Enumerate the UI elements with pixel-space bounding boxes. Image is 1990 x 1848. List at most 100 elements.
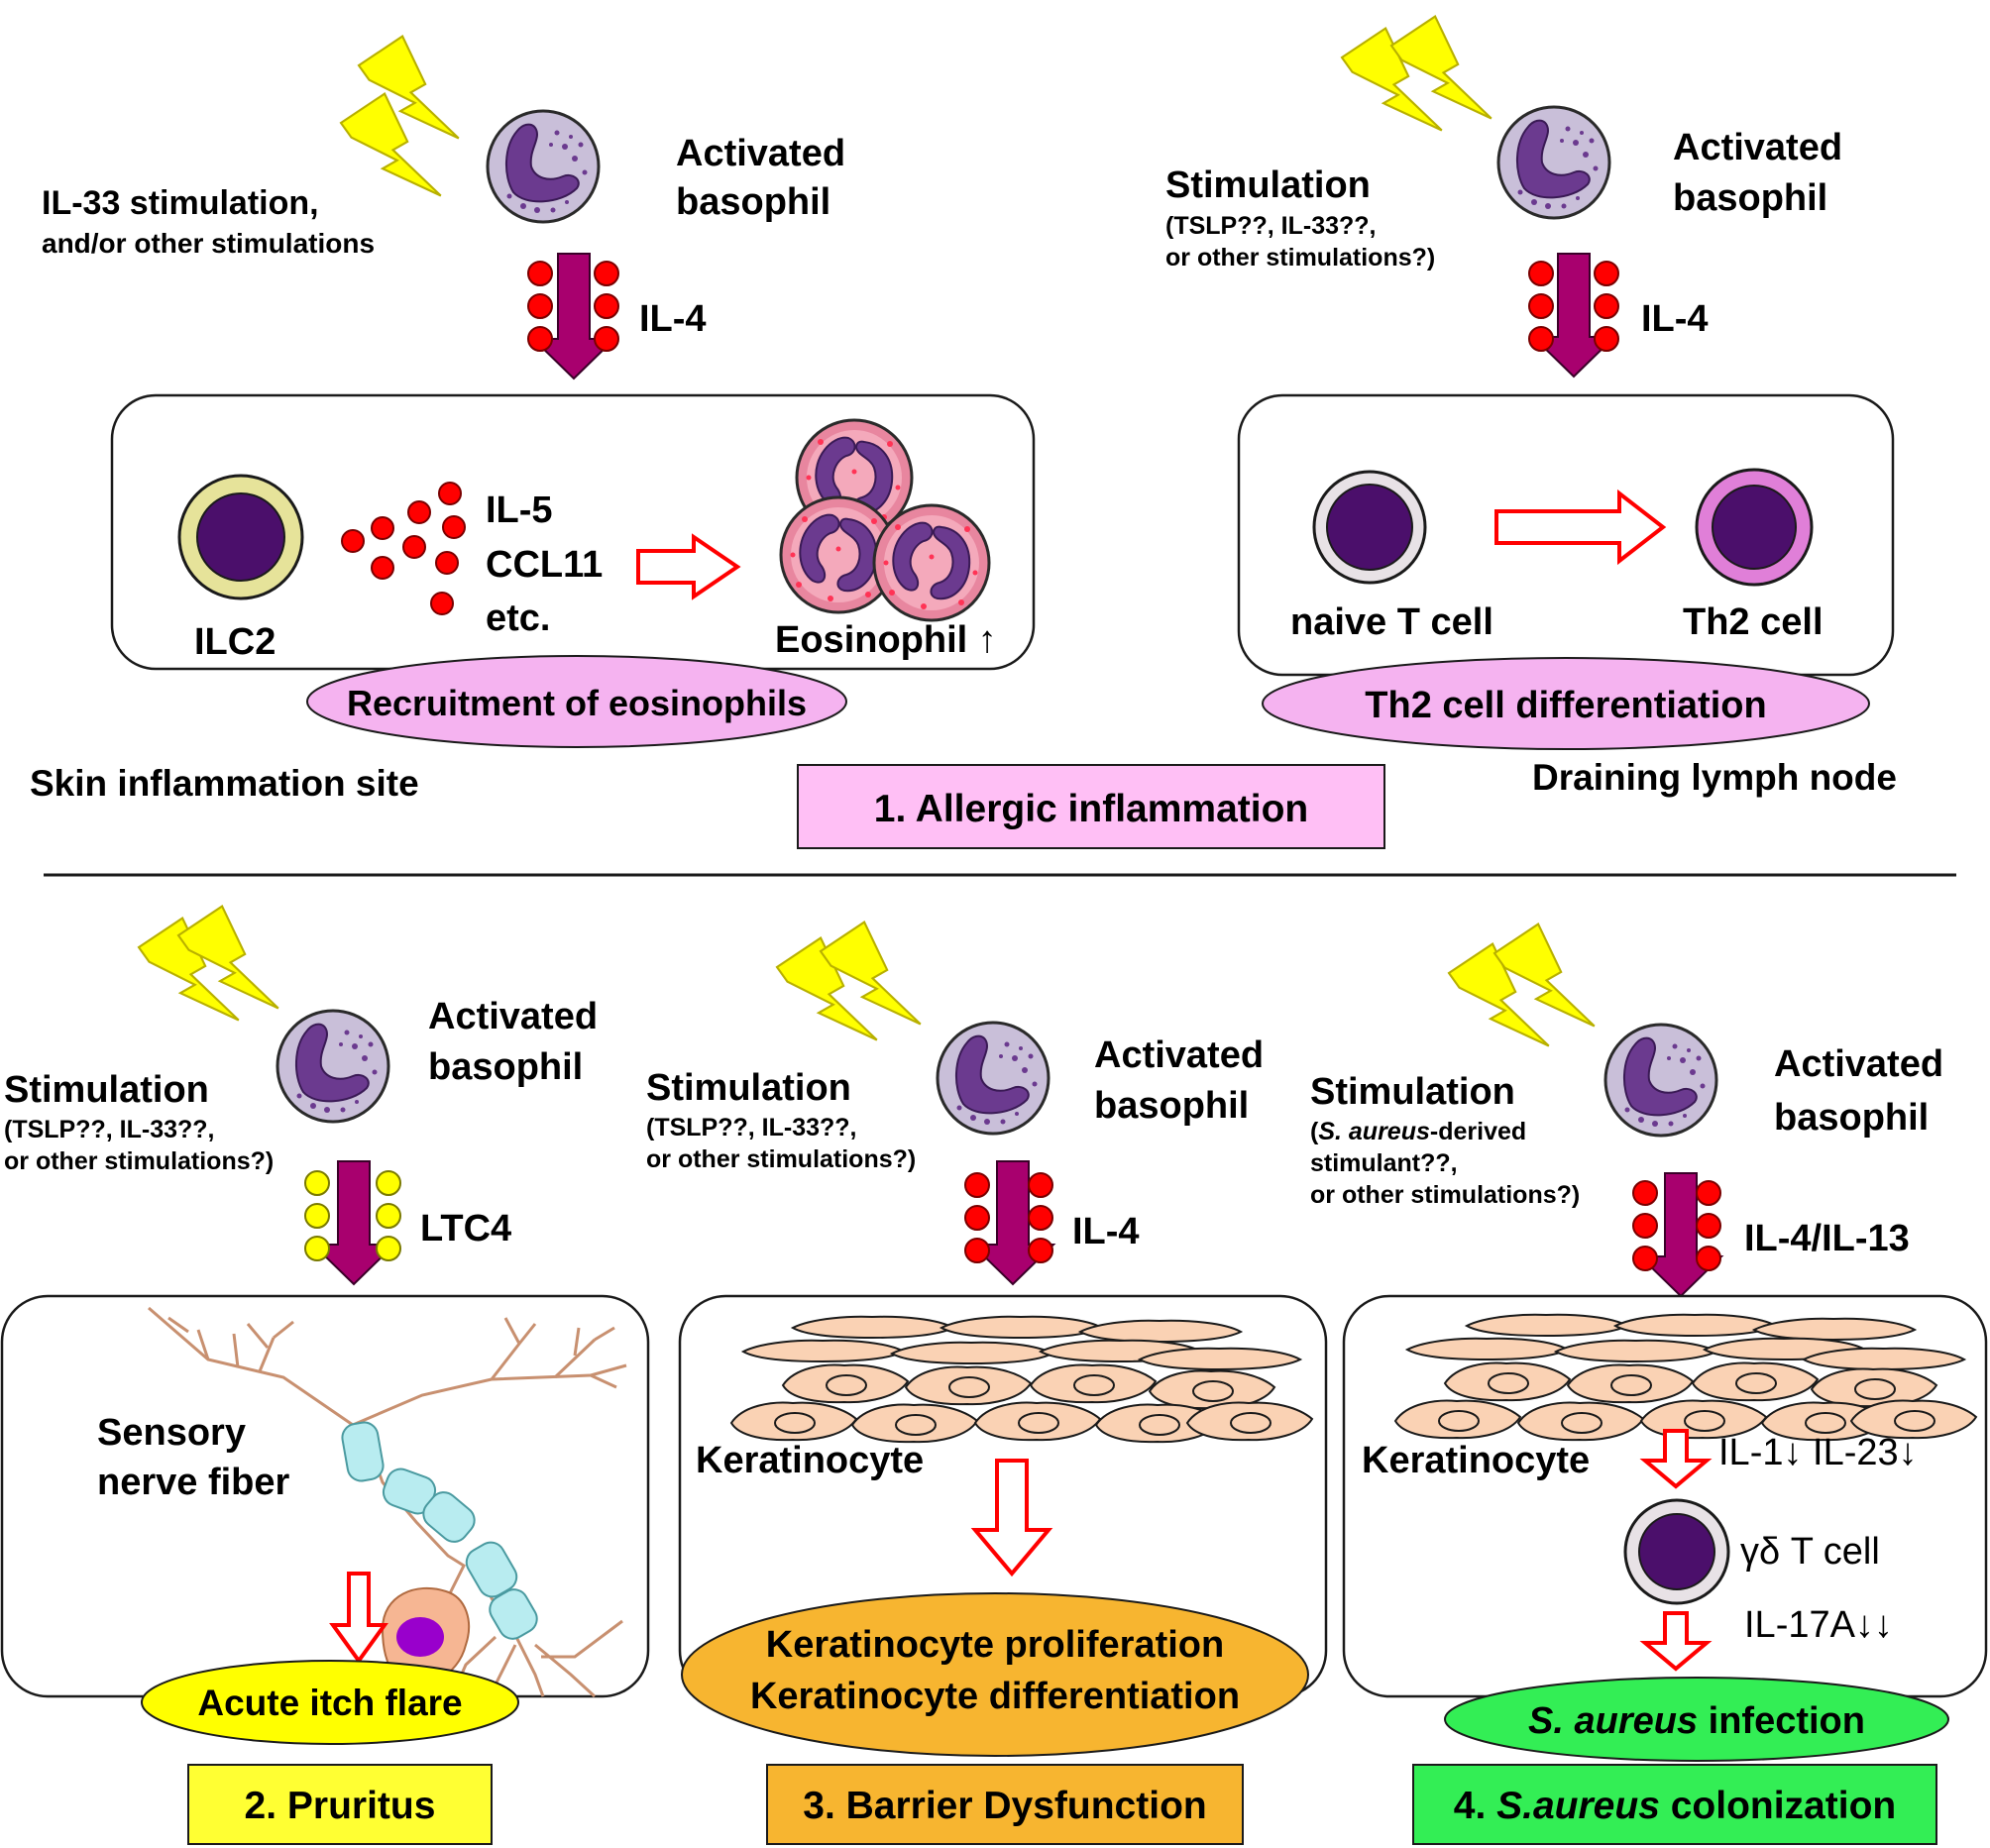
- outcome-text: S. aureus infection: [1528, 1700, 1865, 1742]
- mediator-label: IL-4: [1641, 298, 1709, 340]
- outcome-text: Keratinocyte differentiation: [750, 1676, 1240, 1717]
- cytokine-dots: [1528, 261, 1619, 352]
- section-label: 1. Allergic inflammation: [874, 788, 1308, 830]
- basophil-cell-icon: [936, 1021, 1050, 1136]
- cell-label: Activated: [428, 996, 598, 1037]
- outcome-text: Th2 cell differentiation: [1365, 685, 1766, 726]
- stimulation-text: IL-33 stimulation,: [42, 184, 319, 222]
- hollow-arrow-icon: [1494, 489, 1667, 566]
- cytokine-dots: [964, 1172, 1053, 1263]
- t-cell-icon: [1312, 470, 1427, 585]
- cell-label: basophil: [1673, 177, 1827, 219]
- hollow-arrow-icon: [636, 533, 741, 600]
- th2-label: Th2 cell: [1683, 601, 1824, 643]
- cell-label: basophil: [676, 181, 830, 223]
- stimulation-subtext: or other stimulations?): [1165, 244, 1435, 272]
- panel-draining-lymph-node: Stimulation (TSLP??, IL-33??, or other s…: [1165, 15, 1897, 798]
- keratinocyte-layer-icon: [730, 1315, 1313, 1444]
- section-label-box: [797, 764, 1385, 849]
- cytokine-label: CCL11: [486, 544, 603, 586]
- label-prefix: 4.: [1454, 1785, 1496, 1827]
- cell-label: Activated: [1774, 1043, 1943, 1085]
- cytokine-label: IL-5: [486, 489, 553, 531]
- hollow-arrow-icon: [329, 1572, 388, 1665]
- site-label: Skin inflammation site: [30, 763, 419, 804]
- species-italic: S. aureus: [1528, 1700, 1698, 1742]
- outcome-suffix: infection: [1698, 1700, 1865, 1742]
- basophil-cell-icon: [1496, 105, 1611, 220]
- panel-saureus-colonization: Stimulation (S. aureus-derived stimulant…: [1310, 923, 1988, 1845]
- panel-skin-inflammation: IL-33 stimulation, and/or other stimulat…: [30, 35, 1036, 804]
- panel-barrier-dysfunction: Stimulation (TSLP??, IL-33??, or other s…: [646, 921, 1328, 1845]
- myelin-sheath: [341, 1421, 538, 1640]
- cell-label: Activated: [676, 133, 845, 174]
- stimulation-subtext: (TSLP??, IL-33??,: [1165, 212, 1377, 240]
- cell-label: basophil: [428, 1046, 583, 1088]
- outcome-ellipse: [1444, 1677, 1949, 1762]
- th2-cell-icon: [1695, 468, 1814, 587]
- cytokine-dot-cluster: [341, 482, 466, 615]
- neuron-cell-body: [381, 1586, 471, 1685]
- cytokine-dots: [1632, 1180, 1721, 1271]
- section-label: 4. S.aureus colonization: [1454, 1785, 1896, 1827]
- eosinophil-cell-icon: [872, 503, 991, 622]
- label-suffix: colonization: [1660, 1785, 1896, 1827]
- keratinocyte-label: Keratinocyte: [696, 1440, 924, 1481]
- ltc4-dots: [304, 1170, 401, 1261]
- panel-pruritus: Stimulation (TSLP??, IL-33??, or other s…: [0, 905, 650, 1845]
- species-italic: S. aureus: [1318, 1118, 1430, 1145]
- stimulation-subtext: (S. aureus-derived: [1310, 1118, 1526, 1145]
- hollow-arrow-icon: [1639, 1611, 1713, 1672]
- outcome-text: Recruitment of eosinophils: [347, 683, 807, 723]
- stimulation-subtext: stimulant??,: [1310, 1149, 1458, 1177]
- hollow-arrow-icon: [1639, 1429, 1713, 1489]
- stimulation-subtext: and/or other stimulations: [42, 228, 375, 259]
- gd-tcell-label: γδ T cell: [1740, 1531, 1880, 1573]
- stimulation-text: Stimulation: [1165, 164, 1371, 206]
- cell-label: basophil: [1094, 1085, 1249, 1127]
- mediator-label: IL-4/IL-13: [1744, 1218, 1910, 1259]
- ilc2-cell-icon: [177, 474, 304, 600]
- outcome-text: Keratinocyte proliferation: [766, 1624, 1224, 1666]
- stimulation-subtext: (TSLP??, IL-33??,: [4, 1116, 215, 1143]
- secretion-arrow: [530, 253, 617, 380]
- stimulation-text: Stimulation: [1310, 1071, 1515, 1113]
- nerve-label: Sensory: [97, 1412, 246, 1454]
- site-label: Draining lymph node: [1532, 757, 1897, 798]
- mediator-label: LTC4: [420, 1208, 511, 1250]
- outcome-ellipse: [1262, 657, 1870, 750]
- section-label-box: [766, 1764, 1244, 1845]
- species-suffix: -derived: [1430, 1118, 1526, 1145]
- cytokine-label: etc.: [486, 598, 550, 639]
- section-label-box: [187, 1764, 493, 1845]
- outcome-ellipse: [306, 655, 847, 748]
- open-paren: (: [1310, 1118, 1319, 1145]
- mediator-label: IL-4: [1072, 1211, 1140, 1252]
- cytokine-dots: [527, 261, 619, 352]
- hollow-arrow-icon: [970, 1459, 1053, 1577]
- stimulation-text: Stimulation: [4, 1069, 209, 1111]
- cell-label: Activated: [1094, 1034, 1264, 1076]
- secretion-arrow: [310, 1160, 397, 1286]
- basophil-cell-icon: [276, 1009, 390, 1124]
- eosinophil-label: Eosinophil ↑: [775, 619, 997, 661]
- nerve-label: nerve fiber: [97, 1462, 290, 1503]
- stimulation-subtext: or other stimulations?): [4, 1147, 274, 1175]
- stimulation-subtext: or other stimulations?): [1310, 1181, 1580, 1209]
- outcome-ellipse: [681, 1592, 1309, 1757]
- species-italic: S.aureus: [1496, 1785, 1660, 1827]
- basophil-cell-icon: [1603, 1023, 1718, 1138]
- cytokine-change-label: IL-1↓ IL-23↓: [1718, 1432, 1918, 1473]
- outcome-ellipse: [141, 1660, 519, 1745]
- stimulation-text: Stimulation: [646, 1067, 851, 1109]
- cell-label: Activated: [1673, 127, 1842, 168]
- outcome-text: Acute itch flare: [197, 1683, 462, 1723]
- gd-t-cell-icon: [1623, 1498, 1730, 1605]
- naive-tcell-label: naive T cell: [1290, 601, 1493, 643]
- section-label: 3. Barrier Dysfunction: [803, 1785, 1206, 1827]
- ilc2-label: ILC2: [194, 621, 276, 663]
- cell-label: basophil: [1774, 1097, 1929, 1139]
- section-label: 2. Pruritus: [245, 1785, 436, 1827]
- basophil-cell-icon: [486, 109, 601, 224]
